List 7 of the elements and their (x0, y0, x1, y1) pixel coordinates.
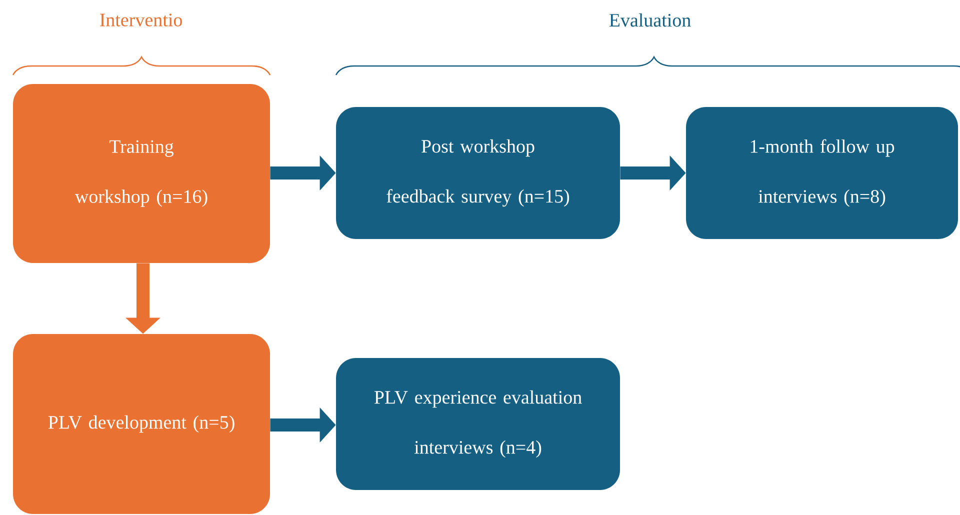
group-label: Interventio (100, 14, 182, 26)
group-label: Evaluation (609, 13, 691, 27)
process-box: PLV development (n=5) (13, 334, 270, 514)
process-box: PLV experience evaluation interviews (n=4) (336, 358, 620, 490)
process-box: Training workshop (n=16) (13, 84, 270, 263)
process-box: Post workshop feedback survey (n=15) (336, 107, 620, 239)
process-box: 1-month follow up interviews (n=8) (686, 107, 958, 239)
